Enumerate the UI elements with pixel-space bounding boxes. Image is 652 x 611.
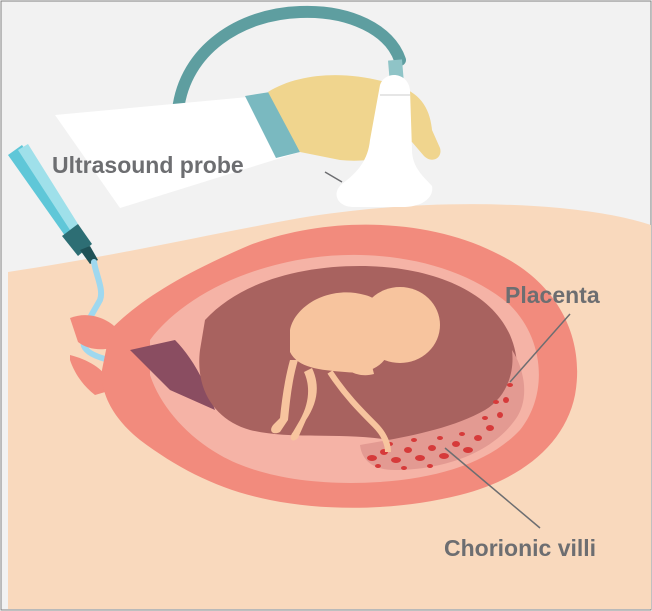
villi-label: Chorionic villi	[444, 535, 596, 561]
probe-label: Ultrasound probe	[52, 152, 244, 178]
placenta-label: Placenta	[505, 282, 600, 308]
